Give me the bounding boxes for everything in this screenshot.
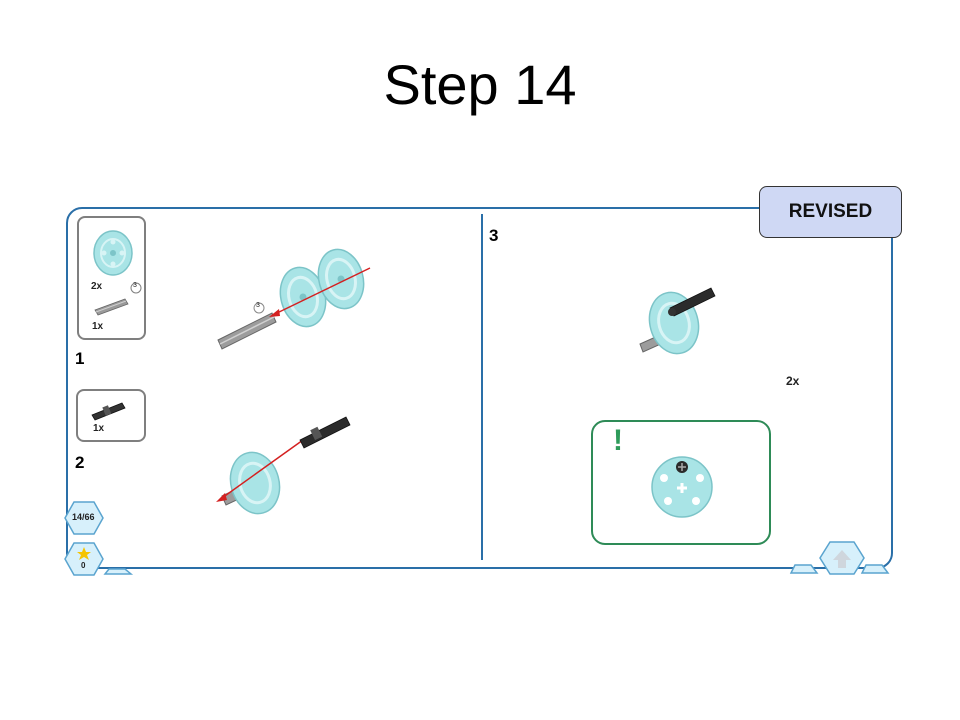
page-counter-badge bbox=[64, 501, 104, 535]
step-1-axle-size: 3 bbox=[256, 302, 260, 309]
axle-size-icon bbox=[130, 282, 142, 294]
step-number-3: 3 bbox=[489, 226, 499, 245]
wheel-quantity: 2x bbox=[91, 281, 103, 292]
star-badge bbox=[64, 542, 104, 576]
step-number-1: 1 bbox=[75, 349, 85, 368]
note-exclamation: ! bbox=[613, 424, 623, 457]
slide-title: Step 14 bbox=[383, 53, 577, 116]
home-hex-button[interactable] bbox=[818, 540, 878, 575]
axle-quantity: 1x bbox=[92, 321, 104, 332]
parts-box-1: 2x 3 1x bbox=[77, 216, 146, 340]
revised-badge: REVISED bbox=[759, 186, 902, 238]
star-count: 0 bbox=[81, 561, 86, 570]
back-hex-button[interactable] bbox=[789, 561, 819, 574]
parts-box-2: 1x bbox=[76, 389, 146, 442]
panel-divider bbox=[481, 214, 483, 560]
note-box: ! bbox=[591, 420, 771, 545]
axle-part-icon bbox=[94, 298, 129, 316]
forward-hex-button[interactable] bbox=[860, 561, 890, 574]
step-number-2: 2 bbox=[75, 453, 85, 472]
step-3-repeat: 2x bbox=[786, 374, 800, 388]
page-counter: 14/66 bbox=[72, 512, 95, 522]
pin-quantity: 1x bbox=[93, 423, 105, 434]
axle-size-label: 3 bbox=[133, 282, 137, 289]
pin-part-icon bbox=[91, 402, 126, 421]
wheel-detail-icon bbox=[651, 456, 713, 518]
prev-hex-button[interactable] bbox=[103, 562, 134, 575]
wheel-part-icon bbox=[93, 230, 133, 276]
